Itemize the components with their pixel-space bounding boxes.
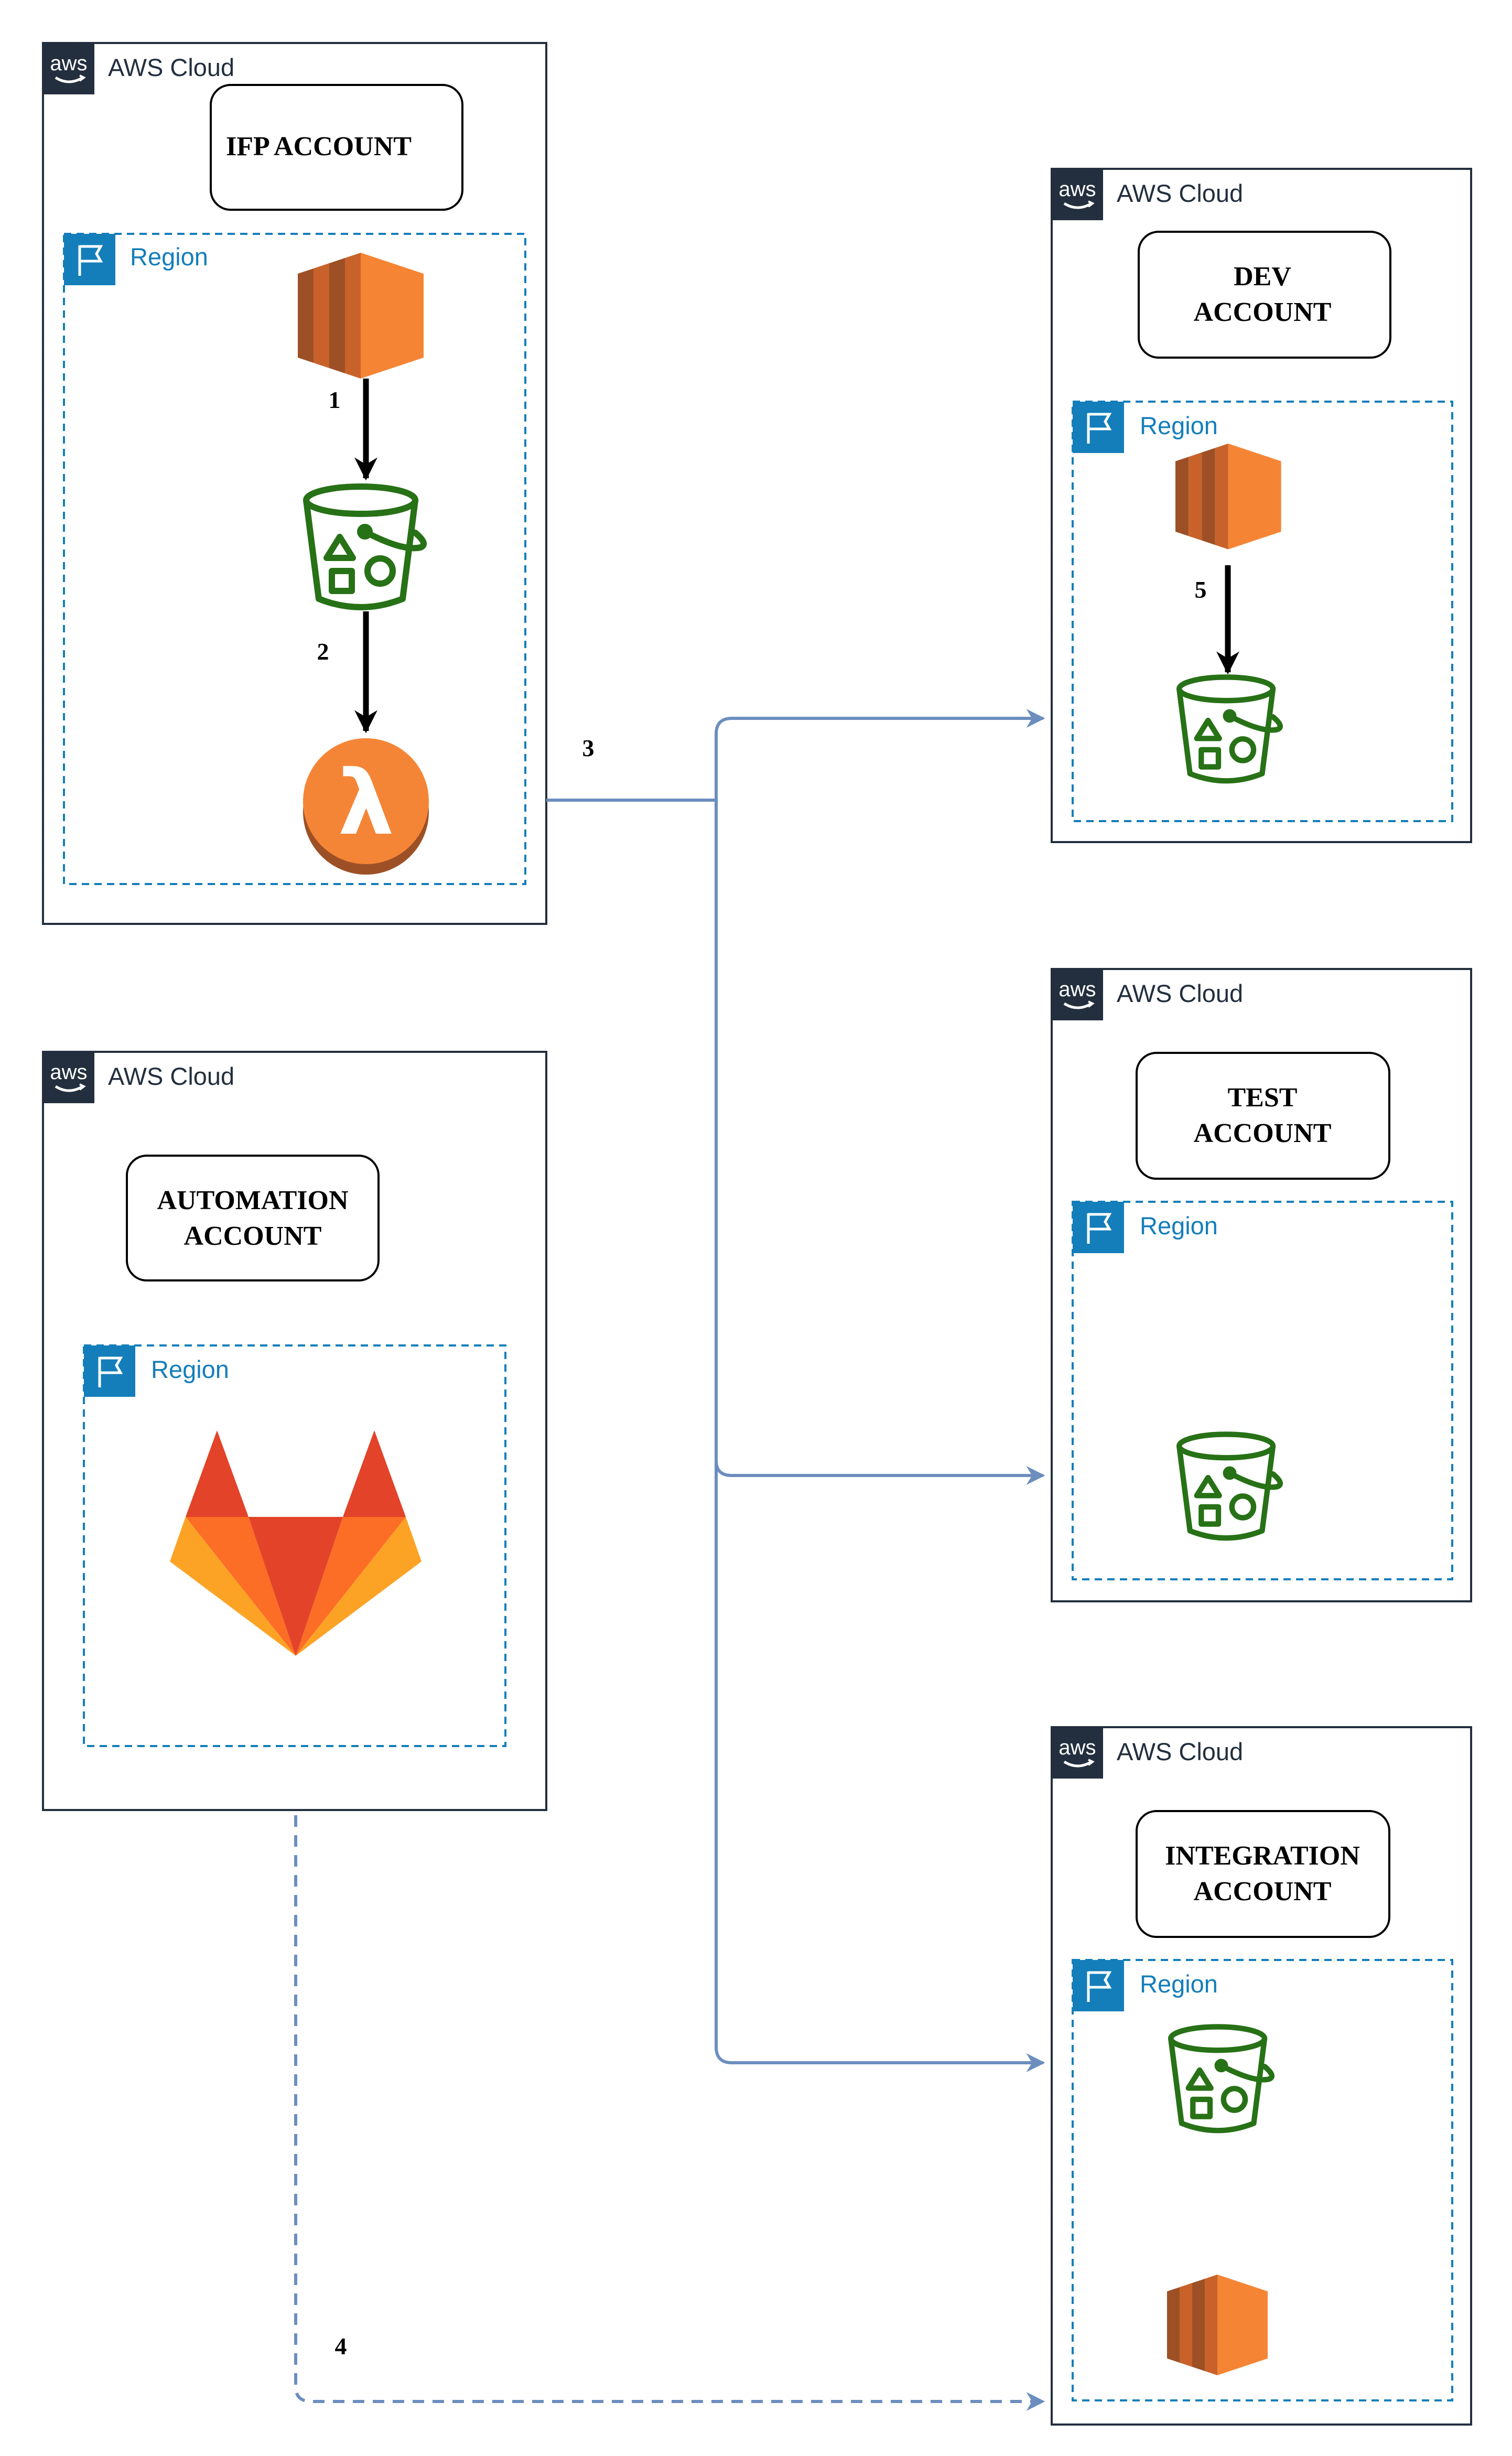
test-region-border xyxy=(1072,1201,1453,1580)
integration-region-border xyxy=(1072,1959,1453,2401)
ec2-icon[interactable] xyxy=(298,253,424,379)
dev-cloud-group: AWS Cloud DEV ACCOUNT Region 5 xyxy=(1051,168,1472,843)
aws-logo-icon xyxy=(43,43,94,94)
dev-cloud-border xyxy=(1051,168,1472,843)
connector-to-integration[interactable] xyxy=(715,1461,1045,2072)
s3-bucket-icon[interactable] xyxy=(1179,1434,1280,1538)
automation-account-name-line2: ACCOUNT xyxy=(184,1221,322,1251)
dev-account-name-line1: DEV xyxy=(1234,262,1291,292)
lambda-icon[interactable] xyxy=(303,738,429,875)
step-5-label: 5 xyxy=(1195,576,1207,603)
integration-cloud-label: AWS Cloud xyxy=(1117,1738,1243,1765)
test-account-name-line1: TEST xyxy=(1228,1083,1298,1113)
flag-icon xyxy=(1073,1960,1124,2011)
integration-account-name-line2: ACCOUNT xyxy=(1194,1877,1332,1906)
ifp-cloud-border xyxy=(42,42,547,925)
s3-bucket-icon[interactable] xyxy=(1171,2027,1272,2130)
ifp-cloud-label: AWS Cloud xyxy=(108,53,234,81)
flag-icon xyxy=(1073,1202,1124,1253)
automation-cloud-label: AWS Cloud xyxy=(108,1062,234,1090)
aws-logo-icon xyxy=(1052,169,1103,220)
integration-account-name-line1: INTEGRATION xyxy=(1165,1841,1360,1871)
s3-bucket-icon[interactable] xyxy=(1179,677,1280,781)
step-4-label: 4 xyxy=(335,2333,347,2360)
step-2-label: 2 xyxy=(317,638,329,665)
test-cloud-label: AWS Cloud xyxy=(1117,979,1243,1007)
s3-bucket-icon[interactable] xyxy=(306,487,424,607)
flag-icon xyxy=(64,234,115,285)
test-account-name-line2: ACCOUNT xyxy=(1194,1118,1332,1148)
integration-region-label: Region xyxy=(1140,1970,1218,1998)
dev-cloud-label: AWS Cloud xyxy=(1117,179,1243,207)
connector-ifp-to-dev[interactable] xyxy=(546,709,1045,802)
test-region-label: Region xyxy=(1140,1212,1218,1240)
step-3-label: 3 xyxy=(582,735,595,761)
test-account-box[interactable] xyxy=(1136,1052,1390,1180)
flag-icon xyxy=(84,1345,135,1397)
dev-region-border xyxy=(1072,401,1453,822)
aws-logo-icon xyxy=(1052,969,1103,1020)
ifp-account-box[interactable] xyxy=(210,84,463,211)
ifp-region-label: Region xyxy=(130,243,208,271)
aws-logo-icon xyxy=(43,1052,94,1103)
automation-region-border xyxy=(83,1344,506,1747)
test-cloud-border xyxy=(1051,968,1472,1602)
gitlab-icon[interactable] xyxy=(170,1430,422,1656)
ec2-icon[interactable] xyxy=(1167,2275,1268,2375)
integration-account-box[interactable] xyxy=(1136,1810,1390,1938)
aws-logo-icon xyxy=(1052,1727,1103,1779)
dev-account-name-line2: ACCOUNT xyxy=(1194,297,1332,327)
step-1-label: 1 xyxy=(329,386,341,413)
ec2-icon[interactable] xyxy=(1175,444,1281,550)
connector-to-test[interactable] xyxy=(715,800,1045,1485)
automation-cloud-group: AWS Cloud AUTOMATION ACCOUNT Region xyxy=(42,1051,547,1811)
ifp-cloud-group: AWS Cloud IFP ACCOUNT Region 1 2 xyxy=(42,42,547,925)
ifp-account-name: IFP ACCOUNT xyxy=(226,132,412,161)
flag-icon xyxy=(1073,402,1124,453)
connectors xyxy=(294,709,1045,2411)
automation-account-box[interactable] xyxy=(126,1155,380,1281)
automation-region-label: Region xyxy=(151,1355,229,1383)
ifp-region-border xyxy=(63,233,526,885)
integration-cloud-group: AWS Cloud INTEGRATION ACCOUNT Region xyxy=(1051,1726,1472,2426)
integration-cloud-border xyxy=(1051,1726,1472,2426)
automation-account-name-line1: AUTOMATION xyxy=(157,1186,349,1215)
connector-automation-to-integration[interactable] xyxy=(294,1815,1045,2411)
automation-cloud-border xyxy=(42,1051,547,1811)
dev-region-label: Region xyxy=(1140,412,1218,439)
test-cloud-group: AWS Cloud TEST ACCOUNT Region xyxy=(1051,968,1472,1602)
dev-account-box[interactable] xyxy=(1138,231,1391,359)
